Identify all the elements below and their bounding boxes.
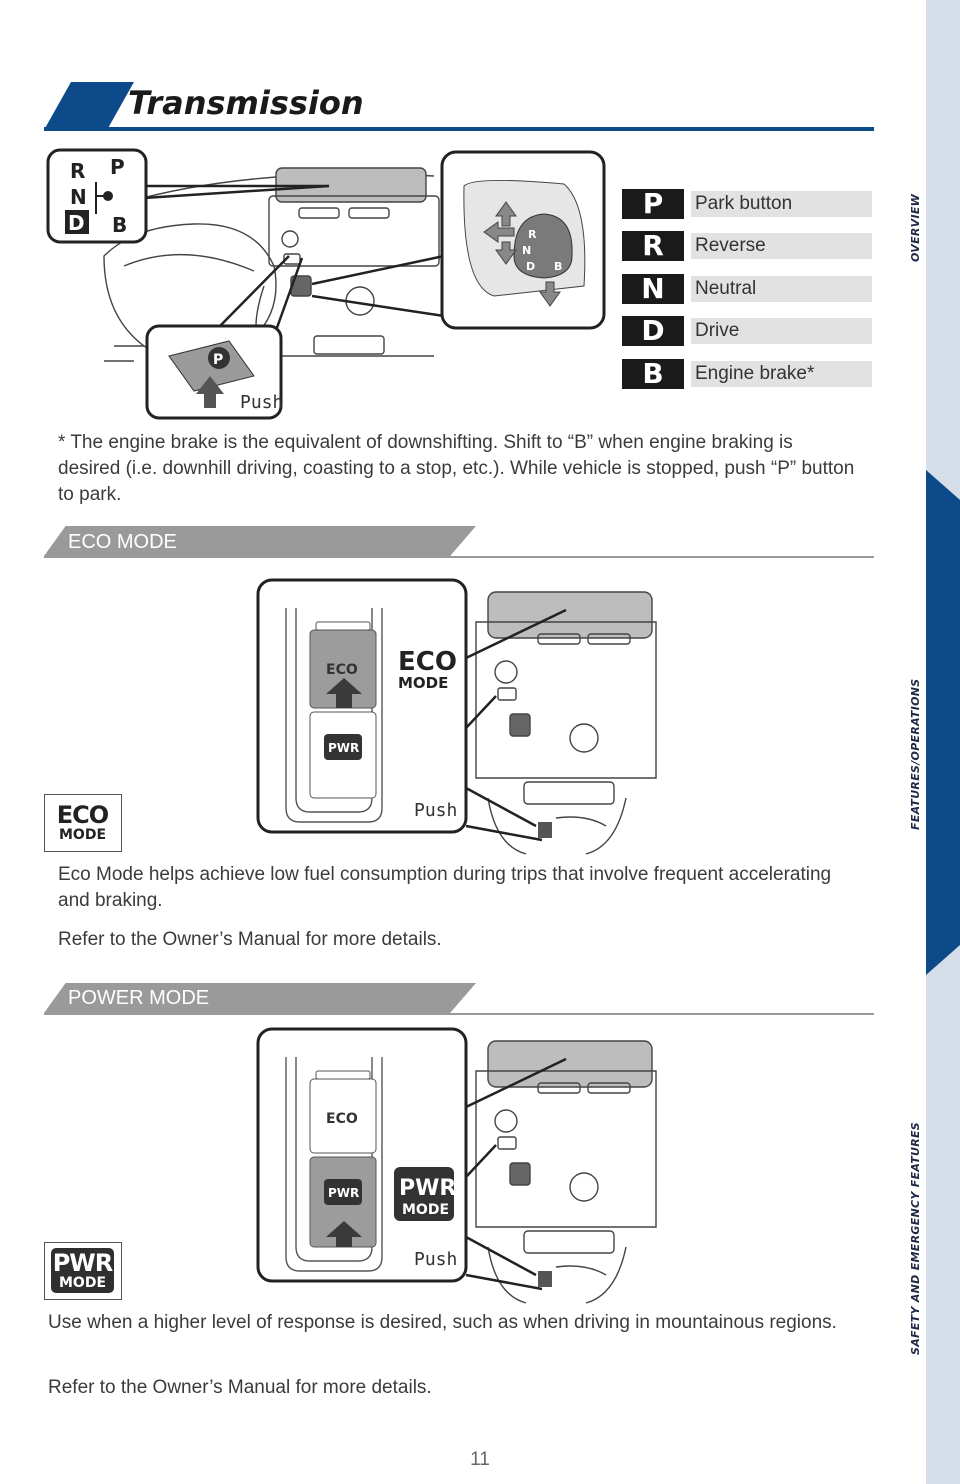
eco-section-header-bar [44,526,476,556]
svg-text:R: R [70,159,85,183]
eco-button-label: ECO [326,662,358,678]
sidebar-label-features: FEATURES/OPERATIONS [909,678,922,830]
gear-letter-p: P [622,189,684,219]
legend-row-park: P Park button [622,189,872,219]
gear-label-d: Drive [691,318,872,344]
gear-label-p: Park button [691,191,872,217]
eco-mode-indicator-sub: MODE [398,674,448,692]
gear-label-n: Neutral [691,276,872,302]
legend-row-neutral: N Neutral [622,274,872,304]
gear-label-r: Reverse [691,233,872,259]
eco-mode-indicator-main: ECO [398,647,457,677]
power-section-header-bar [44,983,476,1013]
gear-letter-b: B [622,359,684,389]
push-label-eco: Push [414,800,457,821]
svg-text:R: R [528,228,537,241]
svg-text:B: B [554,260,562,273]
eco-mode-illustration: ECO PWR ECO MODE Push [256,578,657,855]
eco-description: Eco Mode helps achieve low fuel consumpt… [58,864,832,911]
eco-badge-main: ECO [56,801,109,829]
power-mode-icon: PWR MODE [44,1242,122,1300]
page-title: Transmission [128,84,364,122]
legend-row-drive: D Drive [622,316,872,346]
eco-mode-icon: ECO MODE [44,794,122,852]
eco-reference: Refer to the Owner’s Manual for more det… [58,929,442,950]
svg-text:D: D [68,211,85,235]
section-sidebar [926,0,960,1484]
eco-badge-sub: MODE [58,827,107,843]
svg-text:P: P [110,155,125,179]
eco-illustration-pwr-label: PWR [328,741,359,755]
legend-row-reverse: R Reverse [622,231,872,261]
title-accent-bar [44,82,134,130]
sidebar-label-overview: OVERVIEW [909,193,922,262]
svg-text:P: P [213,352,223,368]
svg-text:N: N [70,185,87,209]
sidebar-label-safety: SAFETY AND EMERGENCY FEATURES [909,1121,922,1355]
pwr-mode-indicator-sub: MODE [402,1202,449,1218]
power-reference: Refer to the Owner’s Manual for more det… [48,1377,432,1398]
gear-letter-r: R [622,231,684,261]
push-label-p: Push [240,392,283,413]
gear-letter-d: D [622,316,684,346]
power-illustration-eco-label: ECO [326,1111,358,1127]
pwr-badge-main: PWR [52,1249,114,1277]
gear-label-b: Engine brake* [691,361,872,387]
svg-text:B: B [112,213,127,237]
legend-row-engine-brake: B Engine brake* [622,359,872,389]
pwr-button-label: PWR [328,1186,359,1200]
power-section-rule [44,1013,874,1015]
eco-section-rule [44,556,874,558]
gear-letter-n: N [622,274,684,304]
power-section-heading: POWER MODE [68,987,210,1009]
power-mode-illustration: ECO PWR PWR MODE Push [256,1027,657,1304]
sidebar-tabs [926,470,960,975]
pwr-badge-sub: MODE [58,1275,107,1291]
title-rule [44,127,874,131]
svg-text:N: N [522,244,531,257]
push-label-pwr: Push [414,1249,457,1270]
power-description: Use when a higher level of response is d… [48,1312,837,1333]
transmission-note: * The engine brake is the equivalent of … [58,432,855,505]
page-number: 11 [470,1449,490,1470]
pwr-mode-indicator-main: PWR [399,1176,456,1201]
eco-section-heading: ECO MODE [68,531,177,553]
svg-text:D: D [526,260,535,273]
